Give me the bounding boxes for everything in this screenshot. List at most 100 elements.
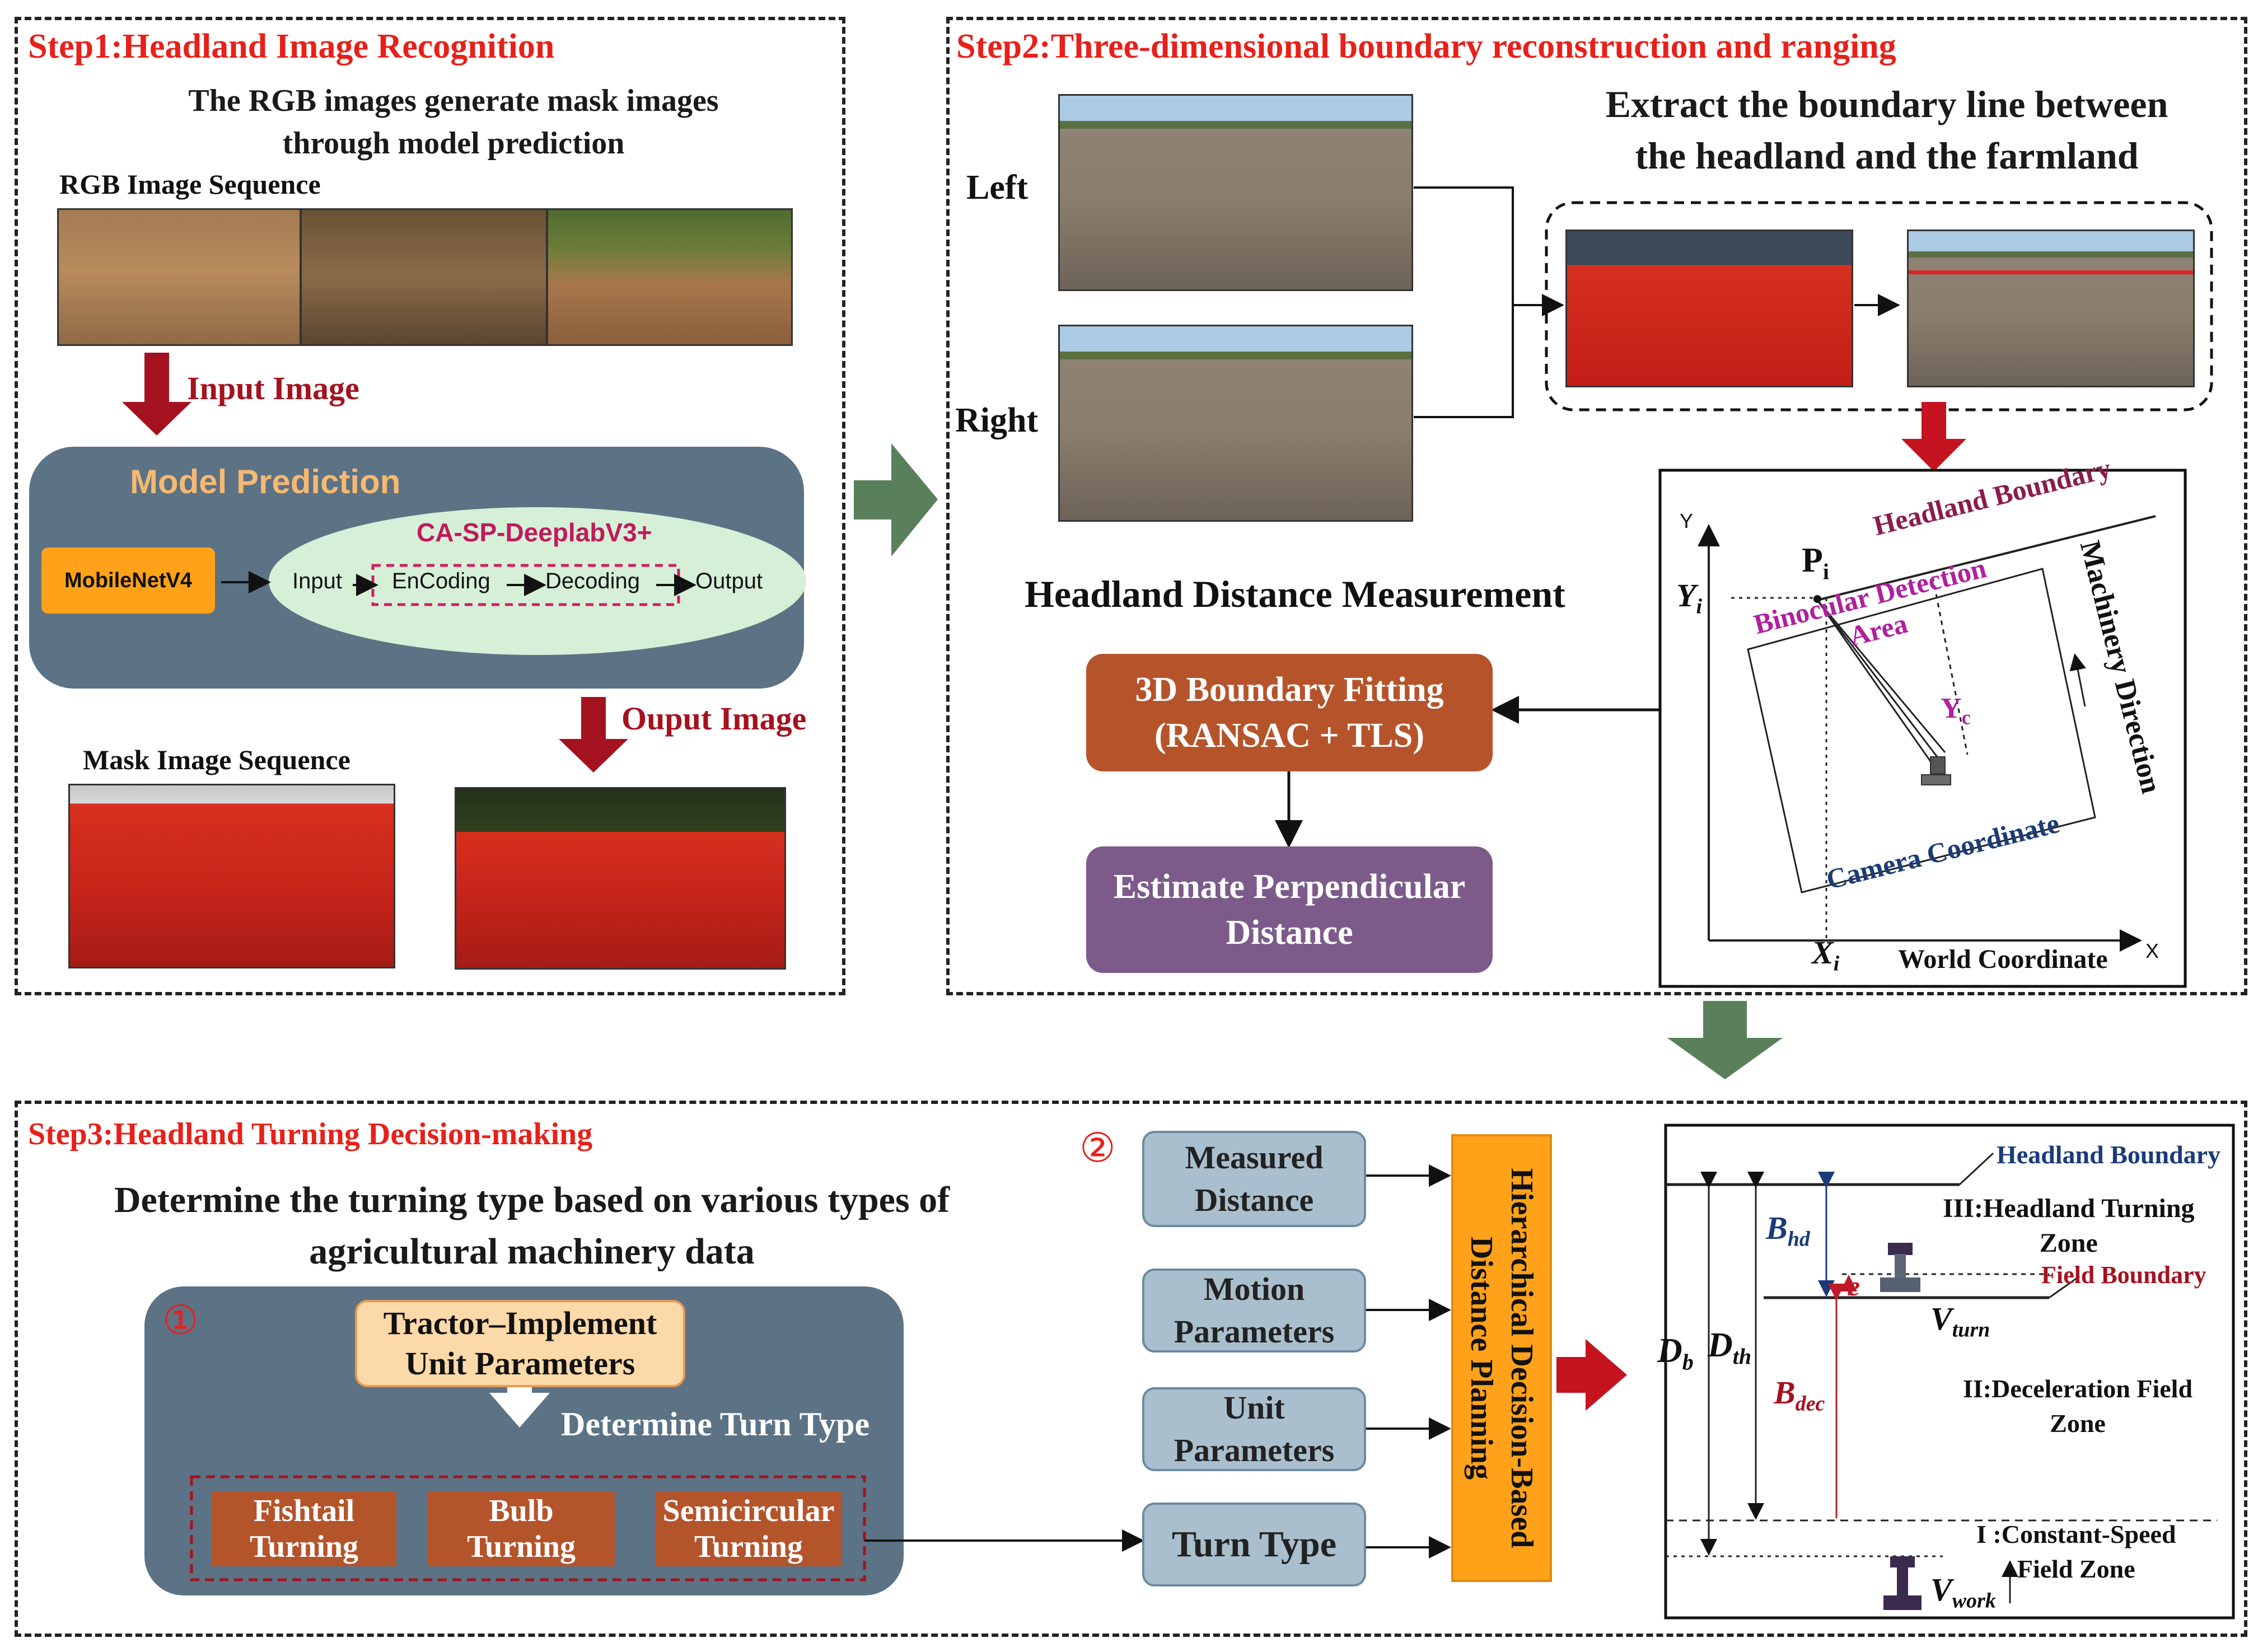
mask-image-2	[455, 787, 786, 970]
extract-boundary-line1: Extract the boundary line between	[1605, 83, 2168, 125]
red-arrow-to-coordinate	[1901, 402, 1966, 471]
motion-parameters-box: Motion Parameters	[1142, 1269, 1366, 1353]
constant-speed-zone-label: I :Constant-Speed Field Zone	[1976, 1517, 2176, 1587]
step3-description: Determine the turning type based on vari…	[50, 1174, 1013, 1277]
determine-turn-type-label: Determine Turn Type	[561, 1406, 870, 1443]
dth-symbol: D	[1708, 1326, 1733, 1364]
step1-panel	[15, 17, 845, 995]
unit-parameters-box: Tractor–Implement Unit Parameters	[355, 1300, 685, 1387]
fishtail-line1: Fishtail	[253, 1494, 355, 1528]
constant-zone-line1: I :Constant-Speed	[1976, 1520, 2176, 1548]
bhd-symbol: B	[1766, 1210, 1788, 1246]
marker-two: ②	[1079, 1126, 1116, 1171]
rgb-sequence-label: RGB Image Sequence	[59, 169, 321, 200]
segmented-mask-image	[1565, 230, 1853, 387]
deceleration-zone-label: II:Deceleration Field Zone	[1963, 1372, 2192, 1441]
green-arrow-step2-to-step3	[1667, 1001, 1783, 1079]
mask-image-1	[68, 784, 395, 968]
mask-sequence-label: Mask Image Sequence	[83, 744, 350, 775]
planning-line2: Distance Planning	[1464, 1236, 1499, 1480]
zone-headland-boundary-label: Headland Boundary	[1997, 1140, 2221, 1169]
extract-boundary-line2: the headland and the farmland	[1635, 134, 2139, 177]
step1-description-line2: through model prediction	[282, 126, 625, 161]
unit-input-line2: Parameters	[1174, 1432, 1335, 1468]
motion-parameters-line1: Motion	[1203, 1271, 1305, 1307]
measured-distance-box: Measured Distance	[1142, 1131, 1366, 1227]
estimate-distance-box: Estimate Perpendicular Distance	[1086, 846, 1493, 973]
boundary-fitting-line1: 3D Boundary Fitting	[1135, 671, 1444, 709]
network-name: CA-SP-DeeplabV3+	[417, 518, 652, 547]
planning-text: Hierarchical Decision-Based Distance Pla…	[1461, 1140, 1542, 1576]
bulb-turning-box: Bulb Turning	[428, 1491, 615, 1566]
point-pi-subscript: i	[1822, 559, 1829, 584]
estimate-distance-line2: Distance	[1226, 914, 1353, 952]
step2-panel	[946, 17, 2247, 995]
distance-measurement-title: Headland Distance Measurement	[1025, 573, 1565, 615]
fishtail-line2: Turning	[249, 1529, 359, 1564]
unit-parameters-line2: Unit Parameters	[405, 1345, 635, 1382]
turn-types-dashed-box	[190, 1475, 866, 1581]
unit-parameters-line1: Tractor–Implement	[383, 1305, 657, 1341]
planning-box: Hierarchical Decision-Based Distance Pla…	[1451, 1134, 1552, 1582]
semicircular-line2: Turning	[694, 1529, 803, 1564]
red-arrow-output	[559, 697, 628, 773]
turn-type-box: Turn Type	[1142, 1503, 1366, 1587]
constant-zone-line2: Field Zone	[2017, 1555, 2135, 1583]
network-decoding: Decoding	[545, 569, 641, 593]
db-symbol: D	[1657, 1332, 1682, 1370]
db-label: Db	[1657, 1331, 1694, 1375]
vturn-symbol: V	[1930, 1300, 1952, 1337]
vwork-symbol: V	[1930, 1571, 1952, 1608]
yi-label: Yi	[1676, 577, 1702, 619]
boundary-extract-dashed-box	[1545, 201, 2213, 411]
step3-title: Step3:Headland Turning Decision-making	[28, 1117, 593, 1152]
network-input: Input	[292, 569, 342, 593]
dth-label: Dth	[1708, 1326, 1751, 1369]
rgb-image-3	[546, 208, 793, 346]
rgb-image-2	[300, 208, 548, 346]
measured-distance-line1: Measured	[1185, 1139, 1324, 1176]
yi-subscript: i	[1696, 595, 1702, 619]
output-image-label: Ouput Image	[621, 700, 807, 737]
deceleration-zone-line2: Zone	[2050, 1409, 2106, 1438]
xi-label: Xi	[1812, 934, 1839, 976]
e-label: e	[1848, 1270, 1860, 1302]
left-camera-image	[1058, 94, 1413, 291]
semicircular-line1: Semicircular	[662, 1494, 835, 1528]
model-prediction-title: Model Prediction	[130, 463, 401, 500]
fishtail-turning-box: Fishtail Turning	[212, 1491, 396, 1566]
marker-one: ①	[162, 1298, 199, 1343]
field-boundary-label: Field Boundary	[2041, 1261, 2206, 1289]
xi-symbol: X	[1812, 934, 1834, 971]
db-subscript: b	[1682, 1349, 1694, 1375]
zones-diagram	[1666, 1152, 2217, 1610]
backbone-box: MobileNetV4	[41, 547, 215, 614]
bulb-line1: Bulb	[489, 1494, 554, 1528]
coordinate-diagram	[1698, 515, 2156, 952]
input-image-label: Input Image	[187, 370, 359, 406]
step3-description-line1: Determine the turning type based on vari…	[114, 1180, 950, 1220]
planning-line1: Hierarchical Decision-Based	[1504, 1168, 1539, 1548]
bdec-subscript: dec	[1795, 1392, 1825, 1416]
semicircular-turning-box: Semicircular Turning	[655, 1491, 842, 1566]
red-arrow-to-zones	[1556, 1339, 1627, 1411]
y-axis-label: Y	[1680, 509, 1694, 532]
headland-zone-line2: Zone	[2039, 1228, 2098, 1258]
bhd-label: Bhd	[1766, 1209, 1810, 1252]
yc-subscript: c	[1961, 706, 1971, 729]
deceleration-zone-line1: II:Deceleration Field	[1963, 1374, 2193, 1403]
vturn-subscript: turn	[1952, 1318, 1990, 1342]
yi-symbol: Y	[1676, 577, 1696, 614]
step2-title: Step2:Three-dimensional boundary reconst…	[956, 27, 1896, 65]
unit-parameters-input-box: Unit Parameters	[1142, 1387, 1366, 1471]
vwork-label: Vwork	[1930, 1571, 1996, 1613]
vwork-subscript: work	[1952, 1589, 1996, 1613]
bdec-symbol: B	[1774, 1374, 1796, 1411]
step3-description-line2: agricultural machinery data	[309, 1231, 755, 1272]
world-coordinate-label: World Coordinate	[1898, 944, 2108, 974]
coordinate-frame	[1658, 469, 2187, 988]
left-camera-label: Left	[966, 169, 1029, 207]
step1-title: Step1:Headland Image Recognition	[28, 27, 555, 65]
headland-zone-line1: III:Headland Turning	[1943, 1194, 2195, 1223]
rgb-image-1	[57, 208, 301, 346]
